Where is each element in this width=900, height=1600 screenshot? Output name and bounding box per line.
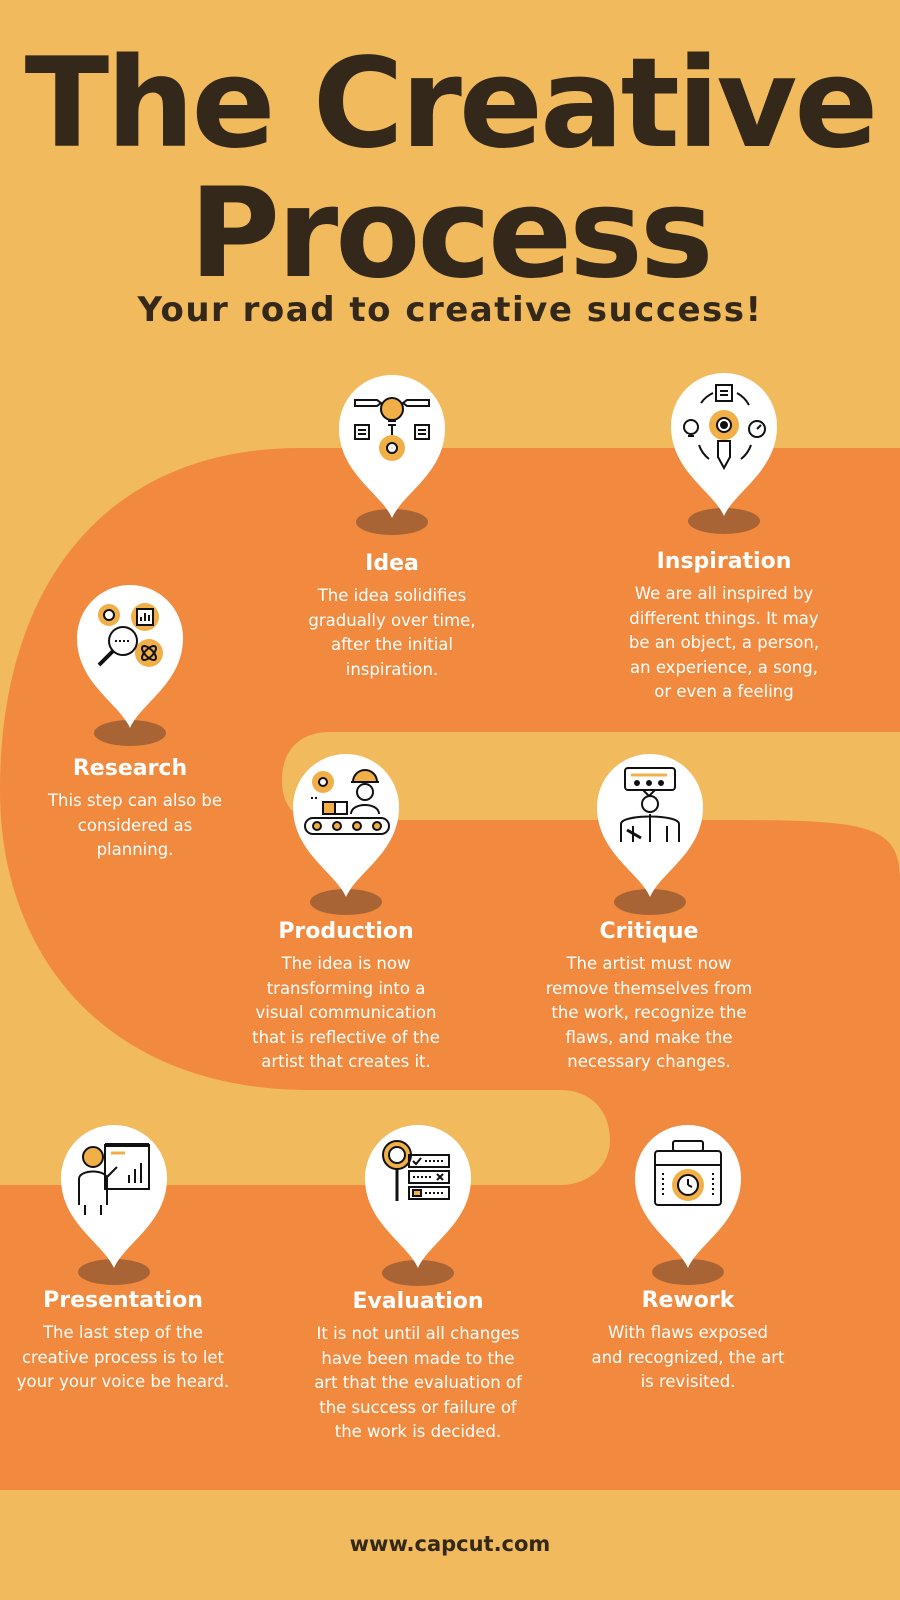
page-title-line1: The Creative	[24, 32, 879, 176]
step-idea-description: The idea solidifies gradually over time,…	[308, 586, 476, 679]
step-rework-pin	[635, 1125, 741, 1289]
checklist-magnifier-icon	[382, 1140, 450, 1201]
step-presentation-description: The last step of the creative process is…	[16, 1323, 230, 1391]
step-rework-description: With flaws exposed and recognized, the a…	[591, 1323, 785, 1391]
step-idea-pin	[339, 375, 445, 539]
step-inspiration-description: We are all inspired by different things.…	[628, 584, 820, 701]
step-production-description: The idea is now transforming into a visu…	[252, 954, 440, 1071]
step-evaluation-description: It is not until all changes have been ma…	[314, 1324, 522, 1441]
step-research-description: This step can also be considered as plan…	[47, 791, 223, 859]
step-research-pin	[77, 585, 183, 749]
critic-speech-icon	[620, 767, 680, 842]
step-production-title: Production	[278, 919, 414, 944]
presenter-board-icon	[78, 1143, 150, 1215]
lightbulb-gear-icon	[354, 397, 430, 461]
step-presentation-pin	[61, 1125, 167, 1289]
step-presentation-title: Presentation	[43, 1288, 203, 1313]
step-evaluation-pin	[365, 1125, 471, 1289]
step-evaluation-title: Evaluation	[352, 1289, 484, 1314]
worker-conveyor-icon	[304, 769, 390, 835]
page-subtitle: Your road to creative success!	[137, 290, 763, 330]
pencil-cycle-icon	[683, 384, 766, 471]
step-critique-pin	[597, 754, 703, 918]
step-production-pin	[293, 754, 399, 918]
step-research-title: Research	[72, 756, 188, 781]
step-rework-title: Rework	[641, 1288, 735, 1313]
magnifier-chart-icon	[97, 603, 163, 667]
step-critique-description: The artist must now remove themselves fr…	[545, 954, 753, 1071]
step-idea-title: Idea	[365, 551, 419, 576]
footer-url[interactable]: www.capcut.com	[349, 1532, 551, 1556]
page-title-line2: Process	[189, 162, 713, 306]
step-inspiration-pin	[671, 373, 777, 537]
toolbox-clock-icon	[654, 1140, 722, 1206]
step-inspiration-title: Inspiration	[656, 549, 792, 574]
step-critique-title: Critique	[599, 919, 699, 944]
